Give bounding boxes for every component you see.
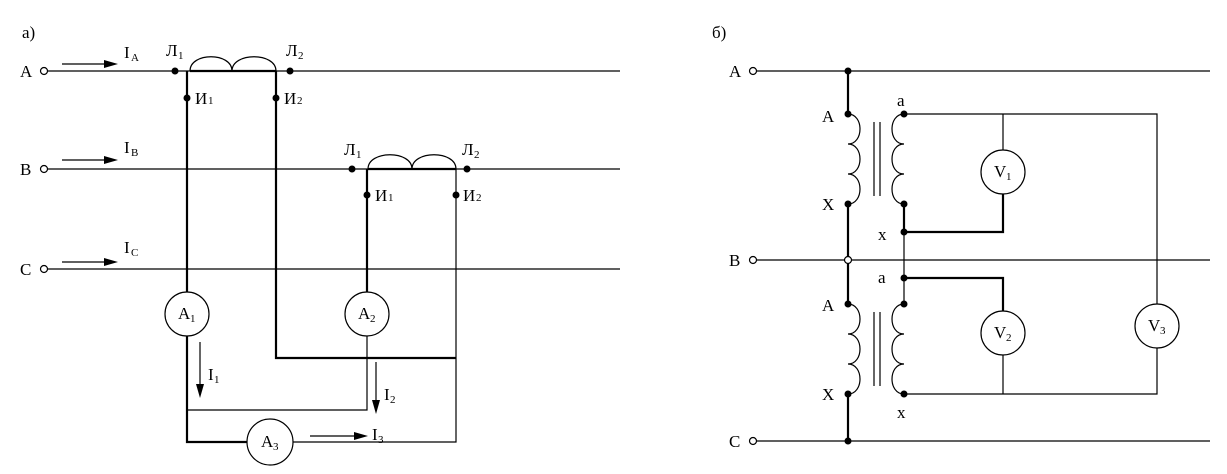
svg-text:A: A bbox=[178, 304, 191, 323]
voltage-transformer-1: A X a bbox=[822, 91, 908, 214]
primary-wiring-b bbox=[843, 67, 853, 445]
svg-text:2: 2 bbox=[370, 313, 376, 325]
svg-text:V: V bbox=[994, 323, 1007, 342]
svg-text:И: И bbox=[375, 186, 387, 205]
svg-text:3: 3 bbox=[378, 434, 384, 446]
svg-text:1: 1 bbox=[190, 313, 196, 325]
svg-text:2: 2 bbox=[1006, 332, 1012, 344]
svg-text:1: 1 bbox=[178, 50, 184, 62]
svg-text:I: I bbox=[372, 425, 378, 444]
svg-text:a: a bbox=[878, 268, 886, 287]
svg-text:И: И bbox=[195, 89, 207, 108]
diagram-a: а) A B C I A I B I C bbox=[20, 23, 620, 466]
voltmeter-1: V 1 bbox=[980, 149, 1026, 195]
svg-text:Л: Л bbox=[462, 140, 474, 159]
ammeter-1: A 1 bbox=[164, 291, 210, 337]
svg-text:V: V bbox=[1148, 316, 1161, 335]
svg-text:A: A bbox=[261, 432, 274, 451]
svg-text:Л: Л bbox=[286, 41, 298, 60]
svg-text:X: X bbox=[822, 385, 834, 404]
current-arrow-i3: I 3 bbox=[310, 425, 384, 446]
ammeter-2: A 2 bbox=[344, 291, 390, 337]
svg-text:3: 3 bbox=[273, 441, 279, 453]
voltmeter-3: V 3 bbox=[1134, 303, 1180, 349]
ammeter-3: A 3 bbox=[246, 418, 294, 466]
svg-text:C: C bbox=[131, 247, 138, 259]
phase-a-label-b: A bbox=[729, 62, 742, 81]
current-arrow-b: I B bbox=[62, 138, 138, 164]
terminal-a-b bbox=[748, 66, 758, 76]
phase-b-label: B bbox=[20, 160, 31, 179]
current-arrow-i2: I 2 bbox=[372, 362, 396, 414]
current-arrow-i1: I 1 bbox=[196, 342, 220, 398]
phase-c-label-b: C bbox=[729, 432, 740, 451]
svg-text:1: 1 bbox=[214, 374, 220, 386]
terminal-b-b bbox=[748, 255, 758, 265]
diagram-b-label: б) bbox=[712, 23, 726, 42]
svg-text:1: 1 bbox=[356, 149, 362, 161]
svg-text:I: I bbox=[208, 365, 214, 384]
svg-text:A: A bbox=[822, 107, 835, 126]
svg-text:I: I bbox=[124, 138, 130, 157]
svg-text:2: 2 bbox=[390, 394, 396, 406]
svg-text:A: A bbox=[358, 304, 371, 323]
svg-text:2: 2 bbox=[474, 149, 480, 161]
svg-text:И: И bbox=[463, 186, 475, 205]
svg-text:1: 1 bbox=[388, 192, 394, 204]
terminal-b bbox=[39, 164, 49, 174]
current-transformer-1: Л 1 Л 2 И 1 И 2 bbox=[166, 41, 304, 108]
svg-text:A: A bbox=[131, 52, 139, 64]
svg-text:1: 1 bbox=[208, 95, 214, 107]
svg-text:I: I bbox=[124, 43, 130, 62]
secondary-wiring-a bbox=[185, 69, 457, 444]
svg-text:И: И bbox=[284, 89, 296, 108]
svg-text:I: I bbox=[384, 385, 390, 404]
voltage-transformer-2: A X a x bbox=[822, 268, 908, 422]
svg-text:I: I bbox=[124, 238, 130, 257]
diagram-b: б) A B C A X bbox=[712, 23, 1210, 451]
phase-c-label: C bbox=[20, 260, 31, 279]
svg-text:x: x bbox=[897, 403, 906, 422]
secondary-wiring-b: x bbox=[878, 113, 1158, 395]
svg-text:Л: Л bbox=[166, 41, 178, 60]
svg-text:X: X bbox=[822, 195, 834, 214]
current-arrow-a: I A bbox=[62, 43, 139, 68]
svg-text:1: 1 bbox=[1006, 171, 1012, 183]
svg-text:a: a bbox=[897, 91, 905, 110]
svg-text:2: 2 bbox=[476, 192, 482, 204]
svg-text:2: 2 bbox=[298, 50, 304, 62]
svg-text:3: 3 bbox=[1160, 325, 1166, 337]
current-arrow-c: I C bbox=[62, 238, 138, 266]
terminal-c-b bbox=[748, 436, 758, 446]
terminal-a bbox=[39, 66, 49, 76]
diagram-a-label: а) bbox=[22, 23, 35, 42]
current-transformer-2: Л 1 Л 2 И 1 И 2 bbox=[344, 140, 482, 205]
terminal-c bbox=[39, 264, 49, 274]
svg-text:2: 2 bbox=[297, 95, 303, 107]
svg-text:A: A bbox=[822, 296, 835, 315]
svg-text:Л: Л bbox=[344, 140, 356, 159]
svg-text:V: V bbox=[994, 162, 1007, 181]
svg-text:x: x bbox=[878, 225, 887, 244]
voltmeter-2: V 2 bbox=[980, 310, 1026, 356]
phase-b-label-b: B bbox=[729, 251, 740, 270]
phase-a-label: A bbox=[20, 62, 33, 81]
svg-text:B: B bbox=[131, 147, 138, 159]
